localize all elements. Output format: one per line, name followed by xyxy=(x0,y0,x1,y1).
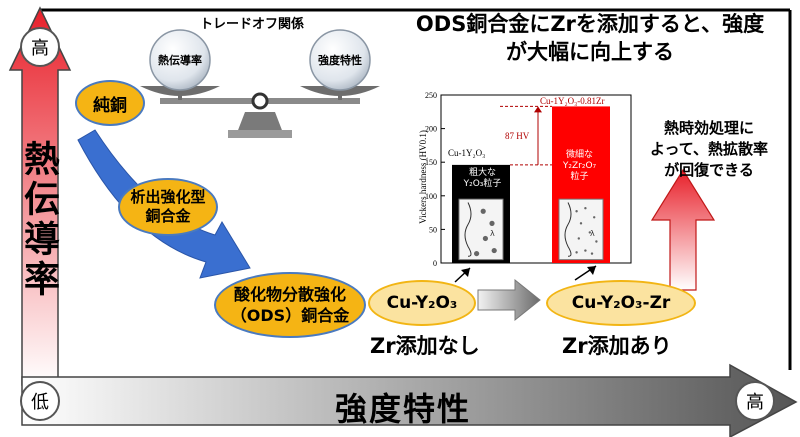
origin-low-label: 低 xyxy=(20,381,60,421)
chart-particle xyxy=(577,237,580,240)
chart-particle xyxy=(482,235,488,242)
chart-particle xyxy=(575,251,578,254)
cu-y2o3-oval: Cu-Y₂O₃ xyxy=(368,280,476,326)
cu-y2o3-zr-oval: Cu-Y₂O₃-Zr xyxy=(546,280,696,326)
chart-y-tick-label: 50 xyxy=(429,225,437,234)
chart-y-tick-label: 0 xyxy=(433,259,437,268)
bar1-label-line-2: Y₂O₃粒子 xyxy=(463,179,502,189)
chart-increase-arrowhead xyxy=(534,106,542,113)
chart-particle xyxy=(474,250,480,257)
no-zr-caption: Zr添加なし xyxy=(370,334,480,358)
y-axis-arrow xyxy=(8,6,72,386)
chart-particle xyxy=(480,208,486,214)
bar2-label-line-2: Y₂Zr₂O₇ xyxy=(562,161,597,171)
chart-particle xyxy=(584,249,587,252)
chart-grain-boundary-1 xyxy=(464,202,472,257)
chart-y-tick-label: 250 xyxy=(425,91,437,100)
bar2-label: 微細な Y₂Zr₂O₇ 粒子 xyxy=(552,150,607,183)
chart-particle xyxy=(590,252,594,255)
y-high-label: 高 xyxy=(20,27,60,67)
right-ball-label: 強度特性 xyxy=(318,54,362,67)
chart-lambda-symbol: λ xyxy=(590,229,595,238)
chart-y-tick-label: 100 xyxy=(425,192,437,201)
with-zr-caption: Zr添加あり xyxy=(562,334,672,358)
chart-particle xyxy=(588,231,591,234)
precipitation-alloy-oval: 析出強化型 銅合金 xyxy=(118,178,218,236)
ods-alloy-oval: 酸化物分散強化 （ODS）銅合金 xyxy=(214,272,366,338)
pure-copper-oval: 純銅 xyxy=(75,80,145,126)
x-high-label: 高 xyxy=(735,381,775,421)
pointer-head-left xyxy=(461,268,470,277)
precipitation-label-2: 銅合金 xyxy=(145,207,191,225)
headline-line-2: が大幅に向上する xyxy=(506,40,674,64)
heat-treatment-caption: 熱時効処理に よって、熱拡散率 が回復できる xyxy=(634,118,784,181)
bar2-label-line-1: 微細な xyxy=(565,150,593,160)
chart-grain-boundary-2 xyxy=(564,202,572,257)
chart-particle xyxy=(593,216,596,219)
heat-treatment-line-3: が回復できる xyxy=(664,161,754,179)
chart-particle xyxy=(491,247,497,254)
precipitation-label-1: 析出強化型 xyxy=(130,188,206,206)
headline-line-1: ODS銅合金にZrを添加すると、強度 xyxy=(415,12,765,36)
chart-ylabel: Vickers hardness (HV0.1) xyxy=(418,130,428,224)
chart-category-1: Cu-1Y₂O₃ xyxy=(448,148,486,158)
chart-annotation: 87 HV xyxy=(505,131,530,141)
ods-label-1: 酸化物分散強化 xyxy=(233,285,346,304)
left-ball-label: 熱伝導率 xyxy=(158,54,202,67)
balance-scale-icon xyxy=(140,29,380,138)
tradeoff-title: トレードオフ関係 xyxy=(200,17,305,32)
chart-particle xyxy=(575,210,578,213)
heat-treatment-line-1: 熱時効処理に xyxy=(663,119,754,137)
chart-lambda-symbol: λ xyxy=(490,229,495,238)
zr-addition-arrow xyxy=(477,278,541,322)
y-axis-label: 熱伝導率 xyxy=(18,140,59,300)
chart-category-2: Cu-1Y₂O₃-0.81Zr xyxy=(540,96,605,106)
bar1-label: 粗大な Y₂O₃粒子 xyxy=(455,168,510,190)
bar1-label-line-1: 粗大な xyxy=(468,168,496,178)
chart-particle xyxy=(595,240,598,243)
x-axis-arrow xyxy=(21,363,798,437)
chart-y-tick-label: 150 xyxy=(425,158,437,167)
hardness-chart: 0 50 100 150 200 250 λ λ xyxy=(425,91,632,268)
heat-treatment-line-2: よって、熱拡散率 xyxy=(649,140,769,158)
chart-y-tick-label: 200 xyxy=(425,125,437,134)
chart-particle xyxy=(489,220,495,226)
bar2-label-line-3: 粒子 xyxy=(570,172,589,182)
heat-treatment-arrow xyxy=(650,168,716,291)
ods-label-2: （ODS）銅合金 xyxy=(230,306,350,325)
chart-particle xyxy=(579,222,583,225)
x-axis-label: 強度特性 xyxy=(335,390,472,428)
chart-particle xyxy=(584,207,587,210)
pointer-head-right xyxy=(587,266,596,275)
